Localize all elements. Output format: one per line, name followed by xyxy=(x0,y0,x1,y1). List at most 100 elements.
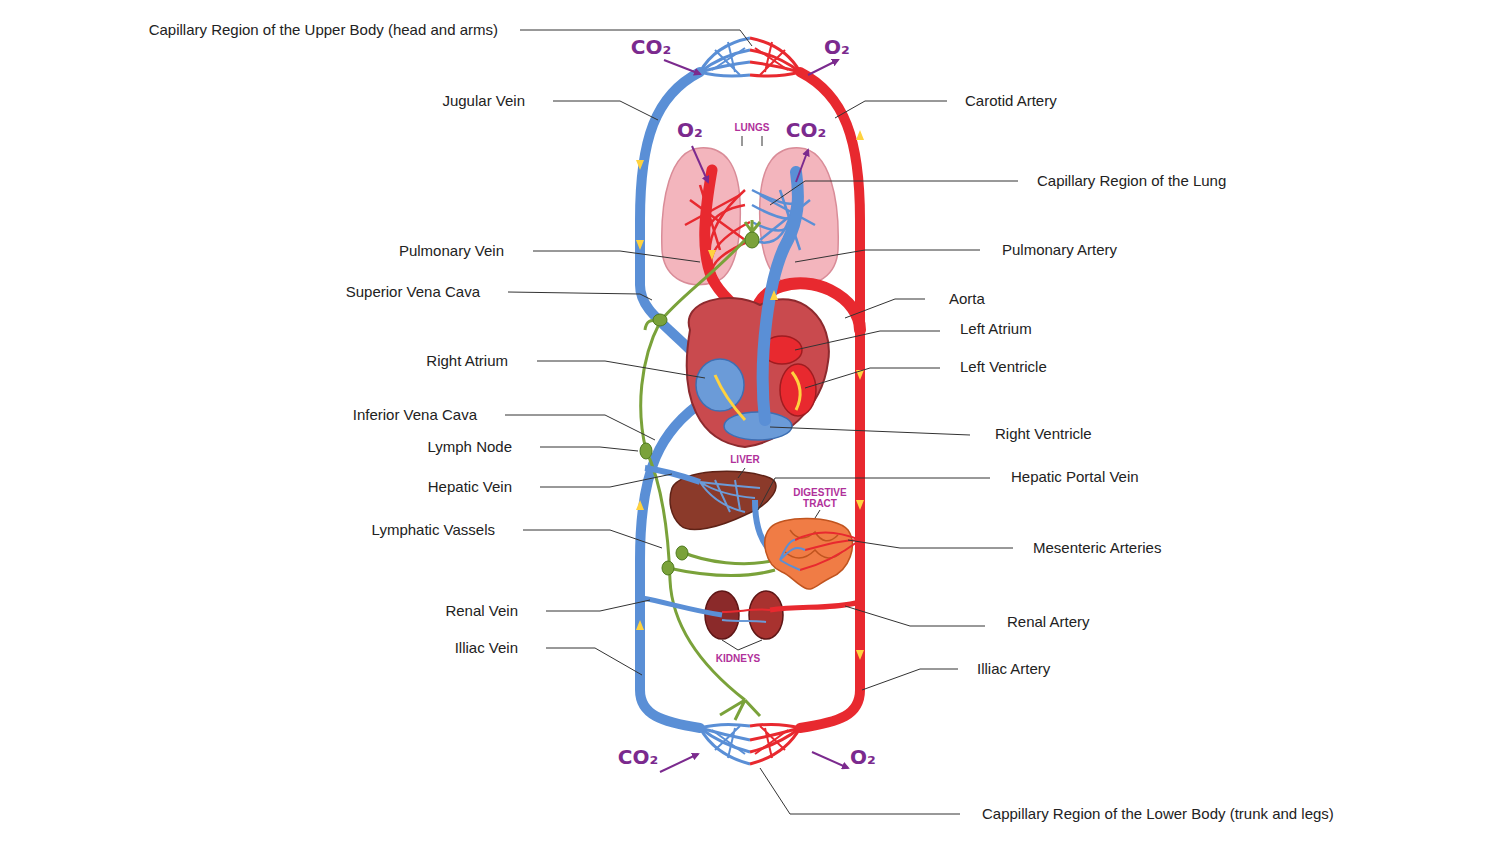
callout-label: Carotid Artery xyxy=(965,92,1057,110)
leader-line xyxy=(795,250,980,262)
leader-line xyxy=(770,181,1018,205)
callout-label: Right Atrium xyxy=(426,352,508,370)
kidney xyxy=(749,591,783,639)
callout-label: Pulmonary Vein xyxy=(399,242,504,260)
capillary xyxy=(700,480,760,512)
callout-label: Illiac Vein xyxy=(455,639,518,657)
capillary xyxy=(700,728,750,740)
callout-label: Inferior Vena Cava xyxy=(353,406,477,424)
gas-label: O₂ xyxy=(850,745,876,769)
capillary xyxy=(795,533,860,571)
leader-line xyxy=(533,251,700,262)
gas-arrows xyxy=(660,60,848,772)
kidneys xyxy=(642,591,860,639)
lower-capillaries xyxy=(700,724,800,764)
capillary xyxy=(700,728,750,764)
gas-arrow xyxy=(664,60,700,74)
organ-label: LUNGS xyxy=(735,122,770,134)
leader-line xyxy=(815,510,820,518)
lymph-node xyxy=(653,314,667,326)
organ-label: LIVER xyxy=(730,454,759,466)
leader-line xyxy=(537,361,705,378)
capillary xyxy=(750,72,800,76)
callout-label: Hepatic Vein xyxy=(428,478,512,496)
right-ventricle xyxy=(724,412,792,440)
callout-label: Lymph Node xyxy=(428,438,513,456)
leader-line xyxy=(845,606,985,626)
leader-line xyxy=(862,669,958,690)
lymph-vessel xyxy=(682,552,775,564)
lymph-vessel xyxy=(745,220,760,232)
callout-label: Right Ventricle xyxy=(995,425,1092,443)
callout-label: Capillary Region of the Upper Body (head… xyxy=(149,21,498,39)
leader-line xyxy=(835,101,947,118)
leader-line xyxy=(540,447,638,451)
lymph-node xyxy=(640,443,652,459)
capillary xyxy=(712,726,745,758)
gas-label: O₂ xyxy=(824,35,850,59)
callout-label: Left Atrium xyxy=(960,320,1032,338)
capillary xyxy=(750,728,800,740)
lymph-vessel xyxy=(668,568,775,576)
callout-label: Superior Vena Cava xyxy=(346,283,480,301)
capillary xyxy=(780,540,805,570)
leader-line xyxy=(540,474,672,487)
flow-arrow xyxy=(770,290,778,300)
leader-lines xyxy=(505,30,1018,814)
gas-arrow xyxy=(796,150,808,182)
capillary xyxy=(700,72,750,76)
leader-line xyxy=(758,478,990,510)
leader-line xyxy=(845,299,925,318)
lower-arterial-net xyxy=(750,724,800,764)
organ-label: DIGESTIVE TRACT xyxy=(785,487,855,509)
digestive-tract xyxy=(765,518,860,589)
leader-line xyxy=(546,648,642,675)
capillary xyxy=(700,38,750,72)
leader-line xyxy=(505,415,655,440)
callout-label: Capillary Region of the Lung xyxy=(1037,172,1226,190)
ivc-iliac-vein xyxy=(640,400,705,728)
capillary xyxy=(755,726,788,758)
lungs xyxy=(662,148,838,285)
flow-arrow xyxy=(708,250,716,260)
upper-venous-net xyxy=(700,38,750,76)
flow-arrow xyxy=(792,372,800,410)
renal-capillary xyxy=(722,609,770,612)
gas-label: O₂ xyxy=(677,118,703,142)
hepatic-vein xyxy=(645,468,700,482)
capillary xyxy=(750,62,800,72)
flow-arrow xyxy=(856,650,864,660)
gas-arrow xyxy=(808,60,838,75)
leader-line xyxy=(770,427,970,435)
gas-label: CO₂ xyxy=(618,745,658,769)
gas-arrow xyxy=(692,146,708,182)
lymph-node xyxy=(676,546,688,560)
lymphatic-vessels xyxy=(641,220,775,720)
callout-label: Illiac Artery xyxy=(977,660,1050,678)
leader-line xyxy=(742,136,762,146)
flow-arrow xyxy=(636,160,644,170)
renal-capillary xyxy=(722,620,766,622)
flow-arrow xyxy=(856,500,864,510)
capillary xyxy=(755,42,788,75)
callout-label: Pulmonary Artery xyxy=(1002,241,1117,259)
capillary xyxy=(685,185,745,250)
renal-vein xyxy=(642,598,722,615)
capillary xyxy=(750,38,800,72)
leader-line xyxy=(795,331,940,350)
flow-arrows xyxy=(636,130,864,660)
leader-line xyxy=(738,468,745,478)
lymph-node xyxy=(662,561,674,575)
gas-arrow xyxy=(812,752,848,768)
leader-line xyxy=(508,292,652,300)
flow-arrow xyxy=(636,240,644,250)
callout-label: Cappillary Region of the Lower Body (tru… xyxy=(982,805,1334,823)
capillary xyxy=(750,724,800,728)
leader-line xyxy=(546,600,650,611)
leader-line xyxy=(722,640,762,650)
gas-label: CO₂ xyxy=(631,35,671,59)
left-ventricle xyxy=(780,364,816,416)
leader-line xyxy=(760,768,960,814)
